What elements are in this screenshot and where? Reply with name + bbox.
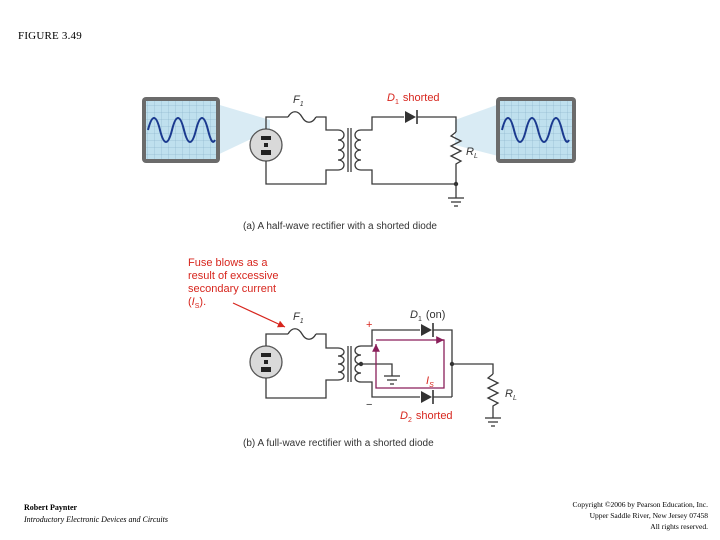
copyright-line-2: Upper Saddle River, New Jersey 07458 <box>589 511 708 520</box>
fuse-b <box>287 328 317 340</box>
plus-sign: + <box>366 319 372 331</box>
copyright-line-3: All rights reserved. <box>650 522 708 531</box>
scope-left <box>142 97 270 163</box>
current-label-b: IS <box>426 375 434 389</box>
scope-right <box>455 97 576 163</box>
load-resistor-b <box>486 373 500 418</box>
fuse-label-b-text: F1 <box>293 311 304 325</box>
book-title: Introductory Electronic Devices and Circ… <box>24 515 168 524</box>
annotation-line-3: secondary current <box>188 283 276 295</box>
figure-title: FIGURE 3.49 <box>18 30 82 42</box>
diode-d1-a <box>405 110 418 124</box>
author-name: Robert Paynter <box>24 503 78 512</box>
sine-wave-right <box>501 117 570 143</box>
ground-load-b <box>485 417 501 427</box>
sine-wave-left <box>147 117 216 143</box>
caption-a: (a) A half-wave rectifier with a shorted… <box>243 221 437 232</box>
transformer-b <box>337 345 362 383</box>
load-label-a: RL <box>466 146 478 160</box>
diode-d2-b <box>421 390 434 404</box>
load-label-b: RL <box>505 388 517 402</box>
annotation-arrow <box>232 302 286 328</box>
load-resistor-a <box>449 131 463 184</box>
copyright-notice: Copyright ©2006 by Pearson Education, In… <box>573 499 708 532</box>
ac-outlet-a <box>249 128 283 162</box>
fuse-label-a: F1 <box>293 94 304 108</box>
copyright-line-1: Copyright ©2006 by Pearson Education, In… <box>572 500 708 509</box>
ground-a <box>448 184 464 207</box>
diode-d1-b <box>421 323 434 337</box>
annotation-line-2: result of excessive <box>188 270 278 282</box>
ground-center-tap-b <box>384 375 400 385</box>
caption-b: (b) A full-wave rectifier with a shorted… <box>243 438 434 449</box>
fuse-a <box>287 111 317 123</box>
ac-outlet-b <box>249 345 283 379</box>
d1-label-b: D1(on) <box>410 309 445 323</box>
annotation-line-4: (IS). <box>188 296 206 310</box>
minus-sign: − <box>366 399 372 411</box>
annotation-line-1: Fuse blows as a <box>188 257 268 269</box>
transformer-a <box>337 128 362 172</box>
current-path-is <box>372 339 445 389</box>
